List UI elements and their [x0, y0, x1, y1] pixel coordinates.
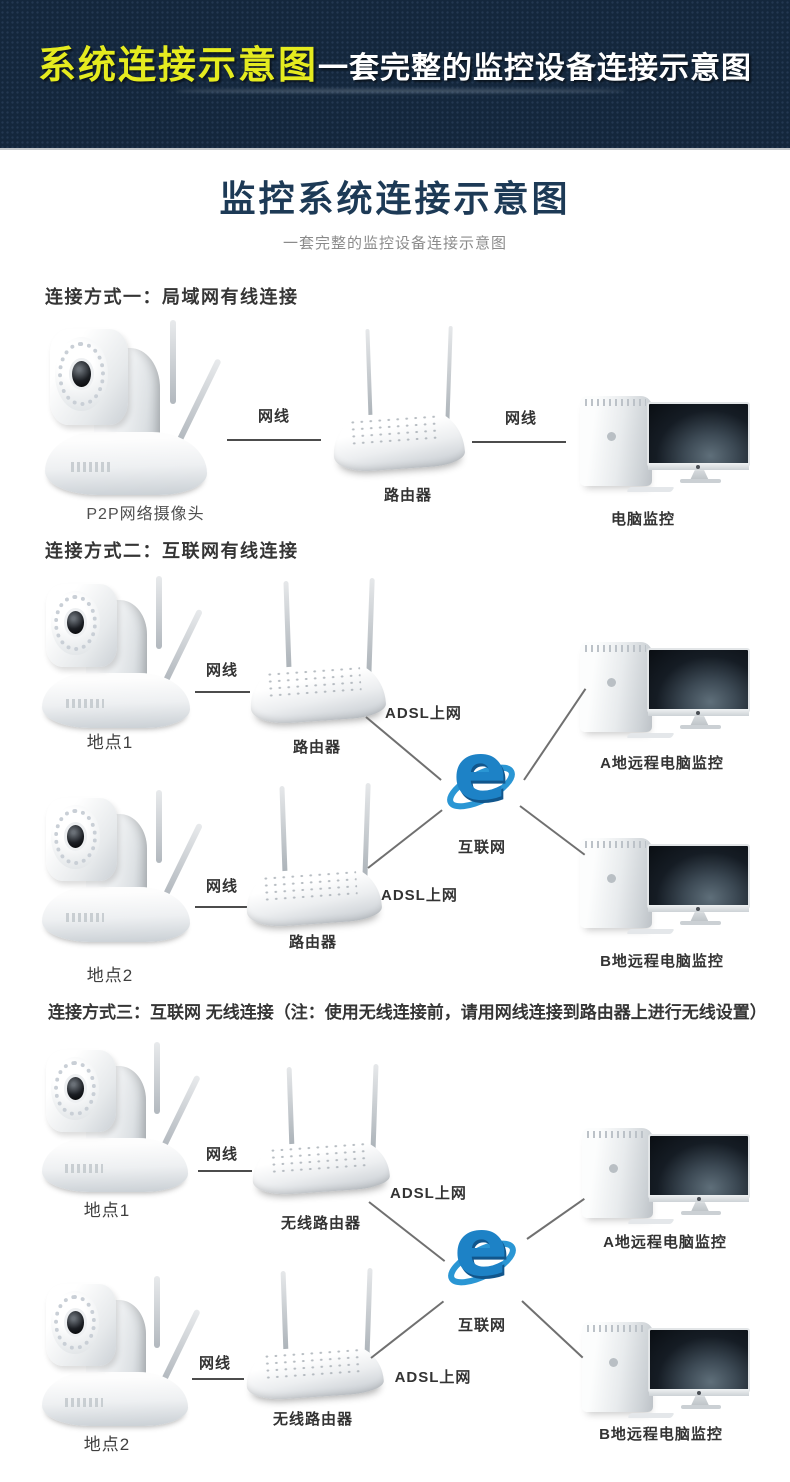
wireless-router-image — [244, 1267, 385, 1404]
wifi-signal-icon — [183, 1061, 240, 1136]
internet-explorer-icon: e — [445, 1208, 519, 1305]
remote-pc-a-label: A地远程电脑监控 — [600, 755, 724, 772]
section1-heading: 连接方式一：局域网有线连接 — [45, 287, 299, 307]
site-label: 地点1 — [86, 733, 134, 752]
ip-camera-image — [42, 1042, 201, 1192]
cable-label: 网线 — [257, 408, 290, 425]
remote-pc-b-label: B地远程电脑监控 — [600, 953, 724, 970]
connector-line — [519, 805, 586, 856]
cable-label: 网线 — [205, 878, 238, 895]
remote-pc-b-image — [580, 1320, 750, 1418]
wireless-router-label: 无线路由器 — [280, 1215, 361, 1232]
remote-pc-b-image — [578, 836, 750, 934]
banner-title-highlight: 系统连接示意图 — [37, 45, 318, 87]
cable-label: 网线 — [504, 410, 537, 427]
top-banner: 系统连接示意图一套完整的监控设备连接示意图 — [0, 0, 790, 148]
cable-label: 网线 — [205, 1146, 238, 1163]
ip-camera-image — [42, 1276, 201, 1426]
wireless-router-label: 无线路由器 — [272, 1411, 353, 1428]
router-label: 路由器 — [292, 739, 341, 756]
section3-heading: 连接方式三：互联网 无线连接（注：使用无线连接前，请用网线连接到路由器上进行无线… — [48, 1003, 767, 1022]
connector-line — [365, 716, 442, 781]
adsl-label: ADSL上网 — [385, 705, 462, 722]
connector-line — [192, 1378, 244, 1380]
banner-smudge-decoration — [175, 89, 625, 93]
router-image — [244, 782, 383, 931]
internet-label: 互联网 — [457, 839, 506, 856]
connector-line — [195, 906, 250, 908]
connector-line — [227, 439, 321, 441]
pc-label: 电脑监控 — [610, 511, 675, 528]
internet-explorer-icon: e — [444, 732, 518, 829]
adsl-label: ADSL上网 — [381, 887, 458, 904]
remote-pc-b-label: B地远程电脑监控 — [599, 1426, 723, 1443]
cable-label: 网线 — [205, 662, 238, 679]
banner-title-rest: 一套完整的监控设备连接示意图 — [318, 52, 752, 85]
site-label: 地点1 — [83, 1201, 131, 1220]
ip-camera-image — [45, 320, 222, 495]
router-image — [248, 577, 387, 728]
ip-camera-image — [42, 790, 203, 942]
wifi-signal-icon — [180, 1277, 237, 1352]
router-label: 路由器 — [383, 487, 432, 504]
connector-line — [472, 441, 566, 443]
banner-separator — [0, 148, 790, 150]
section2-heading: 连接方式二：互联网有线连接 — [45, 541, 299, 561]
remote-pc-a-image — [580, 1126, 750, 1224]
router-label: 路由器 — [288, 934, 337, 951]
ip-camera-image — [42, 576, 203, 728]
adsl-label: ADSL上网 — [394, 1369, 472, 1386]
connector-line — [195, 691, 250, 693]
site-label: 地点2 — [83, 1435, 131, 1454]
camera-label: P2P网络摄像头 — [86, 506, 205, 523]
remote-pc-a-label: A地远程电脑监控 — [603, 1234, 727, 1251]
banner-title: 系统连接示意图一套完整的监控设备连接示意图 — [0, 34, 790, 89]
cable-label: 网线 — [198, 1355, 231, 1372]
page-subtitle: 一套完整的监控设备连接示意图 — [282, 235, 507, 252]
internet-label: 互联网 — [457, 1317, 506, 1334]
adsl-label: ADSL上网 — [390, 1185, 467, 1202]
remote-pc-a-image — [578, 640, 750, 738]
site-label: 地点2 — [86, 966, 134, 985]
monitoring-pc-image — [578, 394, 750, 492]
connector-line — [521, 1300, 584, 1359]
connector-line — [198, 1170, 252, 1172]
router-image — [331, 325, 466, 476]
wireless-router-image — [250, 1063, 391, 1198]
page-title: 监控系统连接示意图 — [219, 178, 571, 219]
